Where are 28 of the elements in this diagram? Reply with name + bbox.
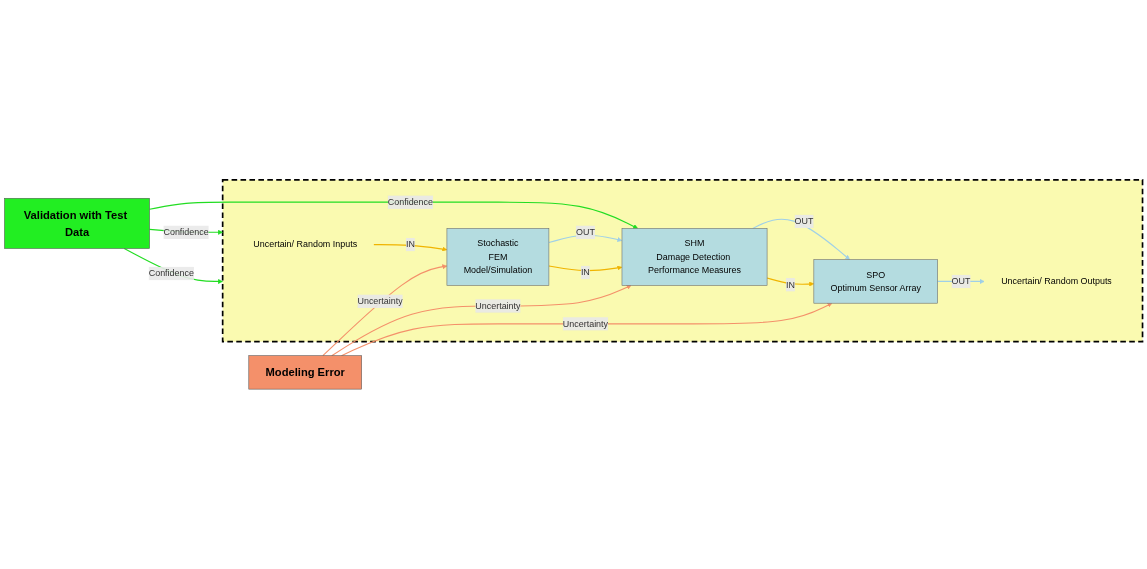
arrow (149, 201, 638, 229)
arrow (752, 218, 850, 260)
node-text: Uncertain/ Random Outputs (1001, 276, 1112, 286)
arrow (548, 234, 623, 244)
edge-label: Confidence (163, 227, 209, 237)
node-box: Modeling Error (248, 355, 362, 390)
edge-label: OUT (794, 216, 814, 226)
cluster (221, 179, 1144, 343)
edge-label: IN (405, 239, 415, 250)
edge-label: OUT (951, 276, 971, 286)
node-box: SHM Damage Detection Performance Measures (621, 228, 768, 286)
edge-label: Uncertainty (562, 318, 609, 329)
node-box: Validation with Test Data (4, 198, 150, 249)
edge-label: Confidence (148, 268, 194, 279)
node-text: Uncertain/ Random Inputs (253, 239, 358, 250)
arrow (548, 265, 623, 272)
edge-label: IN (786, 279, 795, 290)
arrow (123, 247, 223, 284)
edge-label: IN (580, 267, 590, 277)
arrow (322, 264, 448, 357)
edge-label: Uncertainty (475, 300, 521, 311)
arrow (331, 284, 632, 357)
node-box: Stochastic FEM Model/Simulation (446, 228, 550, 286)
edge-label: Uncertainty (357, 296, 403, 306)
node-box: SPO Optimum Sensor Array (813, 259, 938, 304)
edge-label: Confidence (387, 197, 433, 207)
edge-label: OUT (576, 227, 595, 237)
arrow (373, 244, 448, 252)
